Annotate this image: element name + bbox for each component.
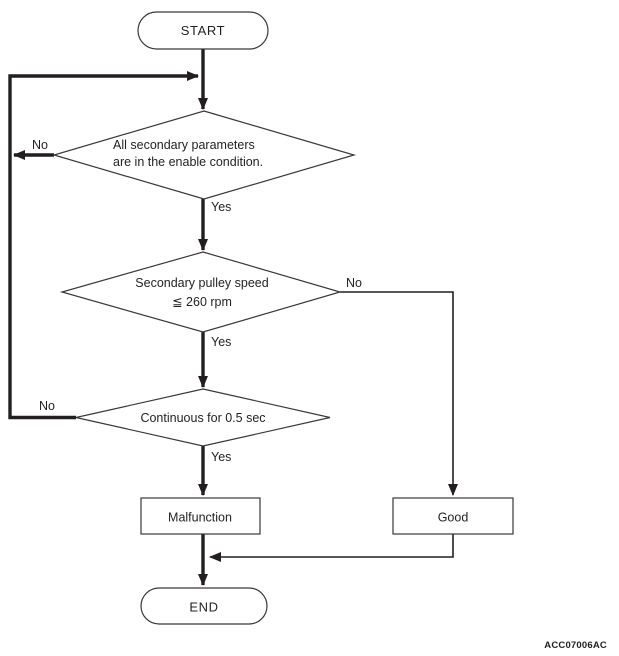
good-node: [392, 497, 514, 535]
start-node: [137, 11, 269, 50]
malfunction-node-label: Malfunction: [168, 511, 232, 525]
decision3-no-label: No: [39, 399, 55, 413]
edge-decision2-no-to-good-arrow: [340, 291, 458, 496]
decision-pulley-speed-label-line1: Secondary pulley speed: [135, 276, 268, 290]
decision-pulley-speed-node: [59, 251, 343, 333]
decision3-yes-label: Yes: [211, 450, 231, 464]
edge-good-merge-arrow: [209, 534, 454, 562]
decision2-no-label: No: [346, 276, 362, 290]
start-node-label: START: [181, 23, 225, 38]
good-node-label: Good: [438, 511, 469, 525]
end-node-label: END: [189, 600, 218, 615]
decision-parameters-label-line2: are in the enable condition.: [113, 155, 263, 169]
decision-parameters-label-line1: All secondary parameters: [113, 138, 255, 152]
decision-continuous-node: [75, 388, 331, 447]
decision-parameters-node: [51, 110, 357, 200]
decision2-yes-label: Yes: [211, 335, 231, 349]
figure-code-label: ACC07006AC: [544, 640, 607, 651]
decision1-yes-label: Yes: [211, 200, 231, 214]
decision-continuous-label: Continuous for 0.5 sec: [140, 411, 265, 425]
decision-pulley-speed-label-line2: ≦ 260 rpm: [172, 295, 232, 309]
edge-feedback-loop-arrow: [8, 71, 199, 420]
malfunction-node: [140, 497, 261, 535]
end-node: [140, 587, 268, 625]
decision1-no-label: No: [32, 138, 48, 152]
